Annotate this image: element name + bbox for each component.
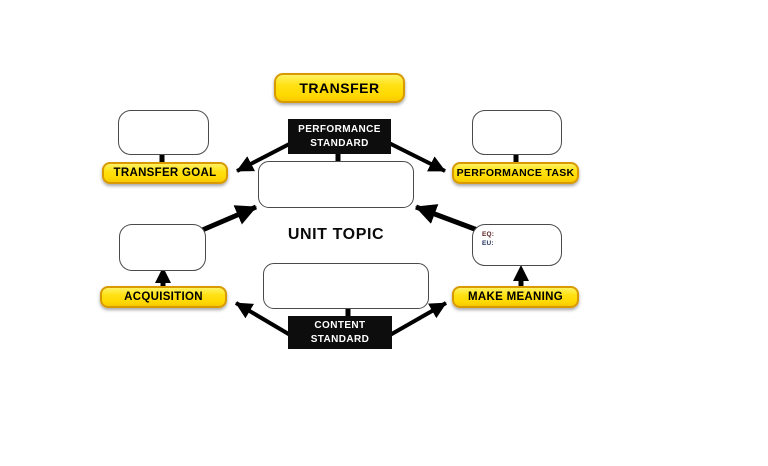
transfer-goal-note-box	[118, 110, 209, 155]
arrow-eqnote-to-central	[415, 204, 481, 234]
content-standard-line1: CONTENT	[314, 320, 366, 331]
unit-topic-note-box	[258, 161, 414, 208]
eq-label: EQ:	[482, 231, 495, 238]
performance-standard-line2: STANDARD	[310, 137, 369, 149]
performance-task-badge: PERFORMANCE TASK	[452, 162, 579, 184]
content-standard-box: CONTENT STANDARD	[288, 316, 392, 349]
make-meaning-badge: MAKE MEANING	[452, 286, 579, 308]
eq-eu-note-box: EQ: EU:	[472, 224, 562, 266]
acquisition-badge: ACQUISITION	[100, 286, 227, 308]
arrow-acqnote-to-central	[199, 204, 257, 234]
arrow-contentstd-to-acquisition	[234, 301, 299, 341]
performance-task-note-box	[472, 110, 562, 155]
arrow-acqbadge-up-head	[155, 267, 171, 283]
arrow-perfstd-to-perftask	[380, 137, 446, 173]
arrow-contentstd-to-makemeaning	[382, 301, 447, 341]
performance-standard-box: PERFORMANCE STANDARD	[288, 119, 391, 154]
eu-label: EU:	[482, 240, 494, 248]
acquisition-note-box	[119, 224, 206, 271]
arrow-mmbadge-up-head	[513, 265, 529, 281]
unit-topic-label: UNIT TOPIC	[287, 226, 385, 243]
transfer-badge: TRANSFER	[274, 73, 405, 103]
content-standard-line2: STANDARD	[310, 333, 370, 345]
content-note-box	[263, 263, 429, 309]
transfer-goal-badge: TRANSFER GOAL	[102, 162, 228, 184]
performance-standard-line1: PERFORMANCE	[298, 124, 381, 135]
